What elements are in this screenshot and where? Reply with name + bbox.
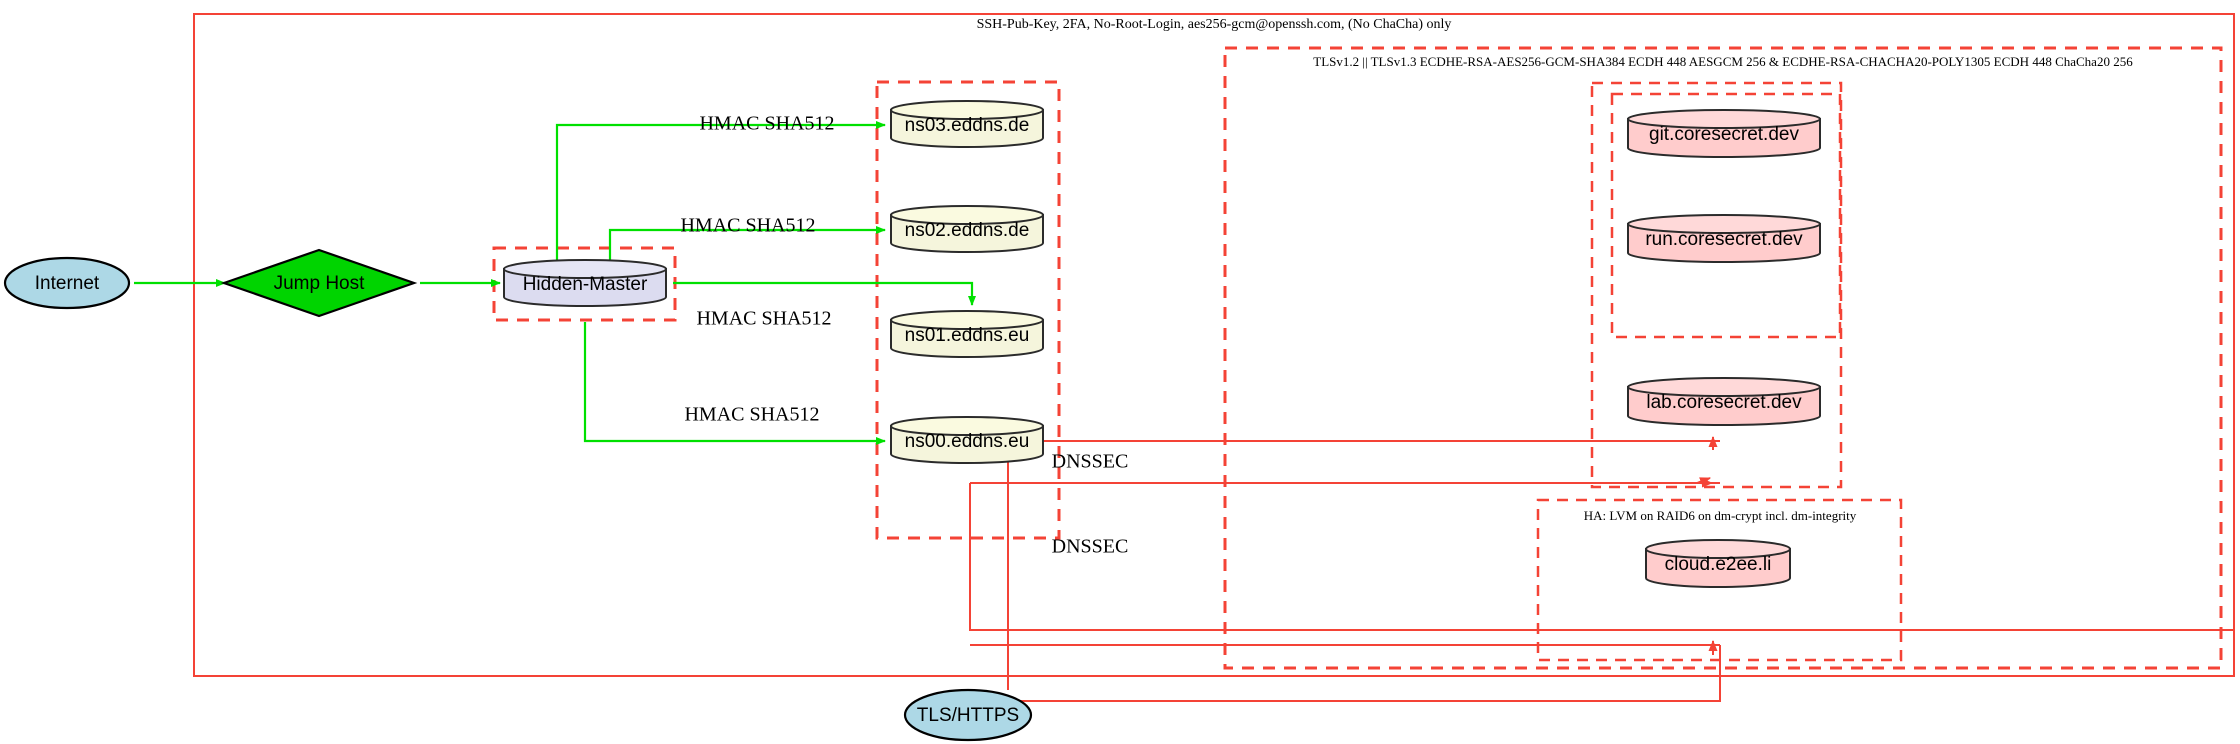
green-edge-hm-ns01 <box>673 281 976 306</box>
node-ns02-label: ns02.eddns.de <box>905 220 1030 241</box>
edge-label-hmac-ns00: HMAC SHA512 <box>684 404 819 426</box>
node-lab-coresecret[interactable]: lab.coresecret.dev <box>1627 377 1821 426</box>
edge-label-hmac-ns03: HMAC SHA512 <box>699 113 834 135</box>
green-edge-hm-ns00 <box>583 322 886 445</box>
cluster-coresecret-outer <box>1590 81 1843 489</box>
node-ns03-label: ns03.eddns.de <box>905 115 1030 136</box>
cluster-coresecret-inner <box>1610 92 1842 339</box>
red-edge-dnssec-upper-rail <box>1007 436 1720 630</box>
node-jump-host[interactable]: Jump Host <box>220 248 418 318</box>
node-git-coresecret-label: git.coresecret.dev <box>1649 124 1799 145</box>
red-edge-dnssec-lower-rail <box>970 640 1720 655</box>
green-edge-hm-ns02 <box>608 226 886 265</box>
node-internet[interactable]: Internet <box>3 256 131 310</box>
node-ns00-label: ns00.eddns.eu <box>905 431 1030 452</box>
edge-label-hmac-ns01: HMAC SHA512 <box>696 308 831 330</box>
edge-label-hmac-ns02: HMAC SHA512 <box>680 215 815 237</box>
cluster-tls: TLSv1.2 || TLSv1.3 ECDHE-RSA-AES256-GCM-… <box>1223 46 2223 670</box>
edge-label-dnssec-upper: DNSSEC <box>1052 451 1129 473</box>
node-ns02[interactable]: ns02.eddns.de <box>890 205 1044 253</box>
node-tls-https[interactable]: TLS/HTTPS <box>903 688 1033 742</box>
node-ns03[interactable]: ns03.eddns.de <box>890 100 1044 148</box>
node-tls-https-label: TLS/HTTPS <box>917 705 1019 726</box>
cluster-outer-ssh-label: SSH-Pub-Key, 2FA, No-Root-Login, aes256-… <box>977 17 1452 32</box>
node-run-coresecret-label: run.coresecret.dev <box>1645 229 1803 250</box>
node-ns00[interactable]: ns00.eddns.eu <box>890 416 1044 464</box>
node-cloud-e2ee-label: cloud.e2ee.li <box>1665 554 1772 575</box>
cluster-nameservers <box>875 80 1061 540</box>
edge-label-dnssec-lower: DNSSEC <box>1052 536 1129 558</box>
node-run-coresecret[interactable]: run.coresecret.dev <box>1627 214 1821 263</box>
node-git-coresecret[interactable]: git.coresecret.dev <box>1627 109 1821 158</box>
node-cloud-e2ee[interactable]: cloud.e2ee.li <box>1645 539 1791 588</box>
cluster-ha-label: HA: LVM on RAID6 on dm-crypt incl. dm-in… <box>1584 508 1857 523</box>
node-internet-label: Internet <box>35 273 100 294</box>
node-lab-coresecret-label: lab.coresecret.dev <box>1646 392 1802 413</box>
cluster-tls-label: TLSv1.2 || TLSv1.3 ECDHE-RSA-AES256-GCM-… <box>1313 54 2133 69</box>
red-arrow-upper-coresecret <box>1696 477 1711 486</box>
green-edge-hm-ns03 <box>555 121 886 265</box>
node-jump-host-label: Jump Host <box>274 273 366 294</box>
cluster-outer-ssh: SSH-Pub-Key, 2FA, No-Root-Login, aes256-… <box>193 13 2235 677</box>
node-ns01[interactable]: ns01.eddns.eu <box>890 310 1044 358</box>
node-ns01-label: ns01.eddns.eu <box>905 325 1030 346</box>
red-edge-tls-https-rails <box>968 629 2234 702</box>
node-hidden-master[interactable]: Hidden-Master <box>503 259 667 307</box>
node-hidden-master-label: Hidden-Master <box>523 274 648 295</box>
